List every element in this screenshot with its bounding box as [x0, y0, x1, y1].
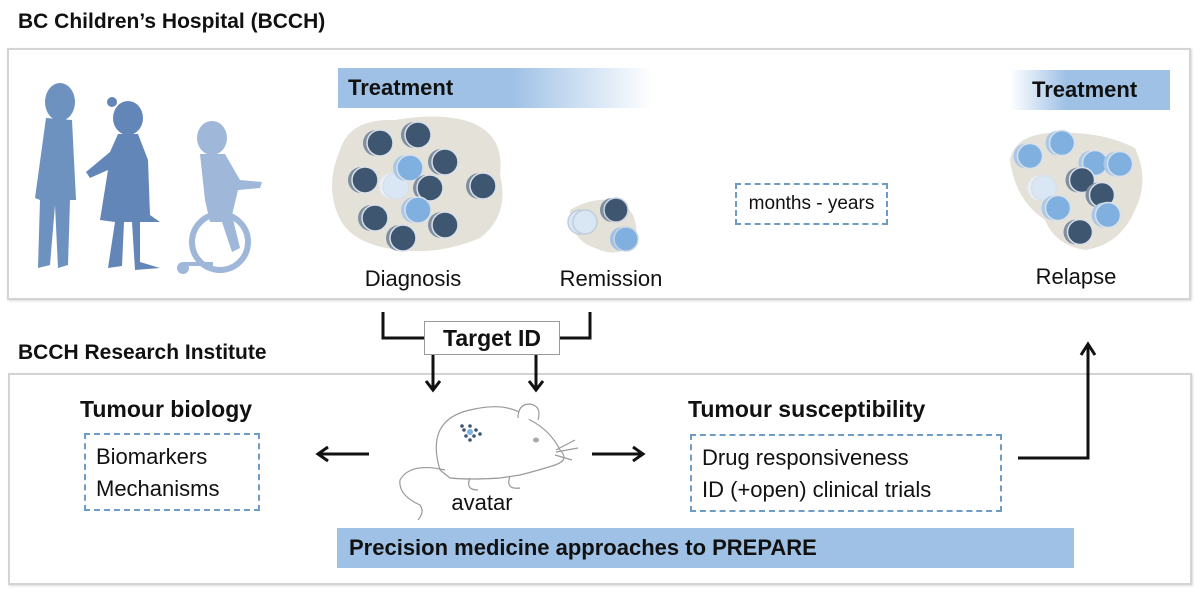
tumour-cell [1044, 194, 1072, 222]
tumour-cell [404, 121, 432, 149]
susceptibility-item: Drug responsiveness [702, 445, 909, 470]
biology-item: Mechanisms [96, 476, 220, 501]
tumour-cell [361, 204, 389, 232]
mouse-tumour-cell [462, 428, 466, 432]
remission-cells-icon [567, 197, 639, 253]
tumour-cell [404, 196, 432, 224]
hospital-title: BC Children’s Hospital (BCCH) [18, 10, 326, 33]
arrow-right-icon [592, 445, 646, 463]
susceptibility-box: Drug responsiveness ID (+open) clinical … [690, 434, 1002, 512]
avatar-label: avatar [451, 490, 513, 515]
mouse-tumour-cell [478, 432, 482, 436]
mouse-tumour-cell [468, 424, 472, 428]
tumour-cell [389, 224, 417, 252]
tumour-cell [1094, 201, 1122, 229]
mouse-tumour-cell [464, 434, 468, 438]
mouse-tumour-cell [472, 434, 476, 438]
relapse-treatment-label: Treatment [1032, 77, 1138, 102]
biology-item: Biomarkers [96, 444, 208, 469]
mouse-tumour-cell [467, 429, 473, 435]
tumour-susceptibility-heading: Tumour susceptibility [688, 396, 926, 422]
mouse-tumour-cell [474, 428, 478, 432]
interval-label: months - years [748, 193, 875, 214]
tumour-cell [1016, 142, 1044, 170]
mouse-avatar-icon [399, 403, 579, 521]
tumour-cell [396, 154, 424, 182]
precision-medicine-banner: Precision medicine approaches to PREPARE [337, 528, 1074, 568]
tumour-cell [366, 129, 394, 157]
target-down-arrow-icon [424, 355, 545, 393]
children-silhouette-icon [35, 83, 262, 274]
stage-remission-label: Remission [559, 266, 663, 291]
treatment-label: Treatment [348, 75, 454, 100]
tumour-cell [1048, 129, 1076, 157]
arrow-return-up-icon [1018, 341, 1097, 460]
tumour-cell [1068, 166, 1096, 194]
mouse-tumour-cell [460, 424, 464, 428]
susceptibility-item: ID (+open) clinical trials [702, 477, 932, 502]
tumour-cell [1066, 218, 1094, 246]
treatment-bar: Treatment [338, 68, 653, 108]
target-id-box: Target ID [424, 321, 560, 355]
stage-relapse-label: Relapse [1035, 264, 1117, 289]
tumour-biology-heading: Tumour biology [80, 396, 253, 422]
relapse-tumour-icon [1010, 129, 1143, 250]
mouse-tumour-cell [468, 438, 472, 442]
precision-medicine-label: Precision medicine approaches to PREPARE [349, 535, 817, 560]
stage-diagnosis-label: Diagnosis [364, 266, 462, 291]
tumour-cell [351, 166, 379, 194]
mouse-tumour-icon [460, 424, 482, 442]
research-title: BCCH Research Institute [18, 341, 267, 364]
arrow-left-icon [315, 445, 369, 463]
relapse-treatment-bar: Treatment [1010, 70, 1170, 110]
tumour-cell [469, 172, 497, 200]
biology-box: Biomarkers Mechanisms [84, 433, 260, 511]
tumour-cell [431, 148, 459, 176]
target-id-label: Target ID [443, 325, 541, 351]
target-bracket [381, 312, 592, 340]
diagnosis-tumour-icon [331, 116, 503, 252]
tumour-cell [431, 211, 459, 239]
tumour-cell [1106, 150, 1134, 178]
tumour-cell [416, 174, 444, 202]
interval-box: months - years [735, 183, 888, 225]
